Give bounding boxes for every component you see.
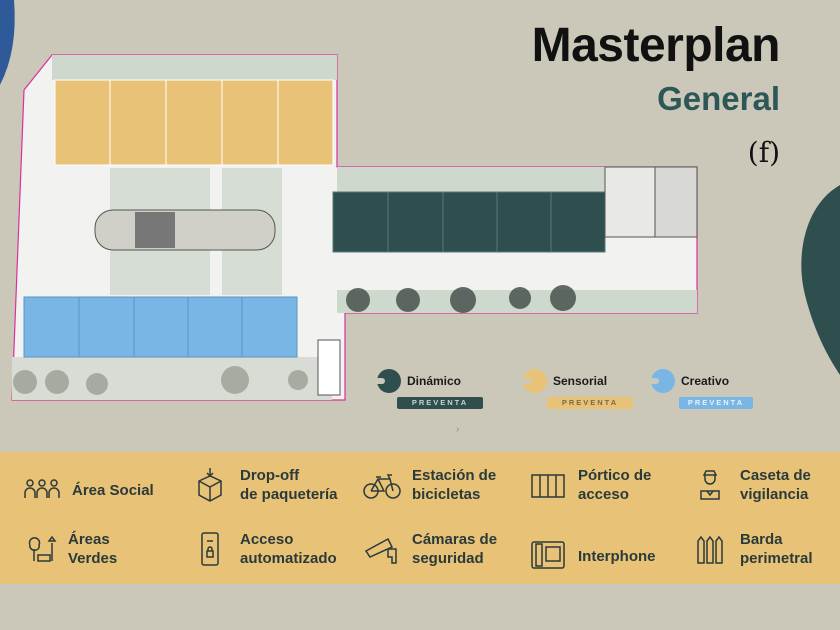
amenity-label: automatizado — [240, 550, 337, 567]
legend-label: Sensorial — [553, 374, 608, 388]
tree-icon — [28, 535, 57, 562]
status-badge: PREVENTA — [679, 397, 753, 409]
amenity-area-social: Área Social — [22, 472, 154, 508]
amenity-label: Áreas — [68, 531, 110, 548]
guard-icon — [700, 470, 720, 500]
people-icon — [24, 479, 60, 498]
fence-icon — [697, 535, 723, 564]
amenity-label: Interphone — [578, 547, 656, 565]
amenity-label: Estación de — [412, 467, 497, 484]
status-badge: PREVENTA — [397, 397, 483, 409]
blue-units — [23, 296, 298, 358]
amenity-label: de paquetería — [240, 486, 338, 503]
amenity-portico: Pórtico de acceso — [528, 466, 651, 504]
pacman-icon — [649, 369, 675, 393]
next-arrow-icon[interactable]: › — [456, 424, 460, 435]
amenity-label: perimetral — [740, 550, 813, 567]
page-title: Masterplan — [531, 19, 781, 72]
amenity-camaras: Cámaras de seguridad — [362, 530, 497, 568]
dark-units — [332, 191, 606, 253]
amenity-label: Pórtico de — [578, 467, 652, 484]
amenity-label: Área Social — [72, 481, 154, 499]
amenity-label: Acceso — [240, 531, 294, 548]
amenity-interphone: Interphone — [528, 538, 656, 574]
pacman-icon — [521, 369, 547, 393]
amenity-label: Caseta de — [740, 467, 811, 484]
pacman-icon — [375, 369, 401, 393]
amenity-label: Verdes — [68, 550, 118, 567]
amenity-acceso-automatizado: Acceso automatizado — [190, 530, 337, 568]
amenity-barda: Barda perimetral — [690, 530, 813, 568]
page-subtitle: General — [657, 80, 780, 117]
orange-units — [54, 79, 334, 166]
bicycle-icon — [363, 474, 401, 499]
amenity-label: bicicletas — [412, 486, 481, 503]
legend-creativo: Creativo PREVENTA — [649, 369, 753, 409]
interphone-icon — [531, 541, 565, 569]
legend-label: Creativo — [681, 374, 730, 388]
amenity-label: Drop-off — [240, 467, 300, 484]
decorative-arc — [0, 0, 15, 85]
floor-plan — [11, 54, 698, 401]
legend-dinamico: Dinámico PREVENTA — [375, 369, 483, 409]
amenity-caseta: Caseta de vigilancia — [690, 466, 811, 504]
amenities-band: Área Social Drop-off de paquetería Estaci… — [0, 452, 840, 584]
status-badge: PREVENTA — [547, 397, 633, 409]
decorative-leaf — [801, 185, 840, 375]
legend-label: Dinámico — [407, 374, 462, 388]
amenity-label: Barda — [740, 531, 783, 548]
legend-sensorial: Sensorial PREVENTA — [521, 369, 633, 409]
amenity-label: acceso — [578, 486, 629, 503]
amenity-label: Cámaras de — [412, 531, 498, 548]
phone-lock-icon — [201, 532, 219, 566]
amenity-drop-off: Drop-off de paquetería — [190, 466, 338, 504]
gate-icon — [531, 474, 565, 498]
amenity-label: vigilancia — [740, 486, 809, 503]
package-icon — [198, 468, 222, 502]
amenity-label: seguridad — [412, 550, 484, 567]
amenity-bicicletas: Estación de bicicletas — [362, 466, 496, 504]
camera-icon — [364, 537, 397, 564]
brand-logo: (f) — [747, 136, 780, 169]
